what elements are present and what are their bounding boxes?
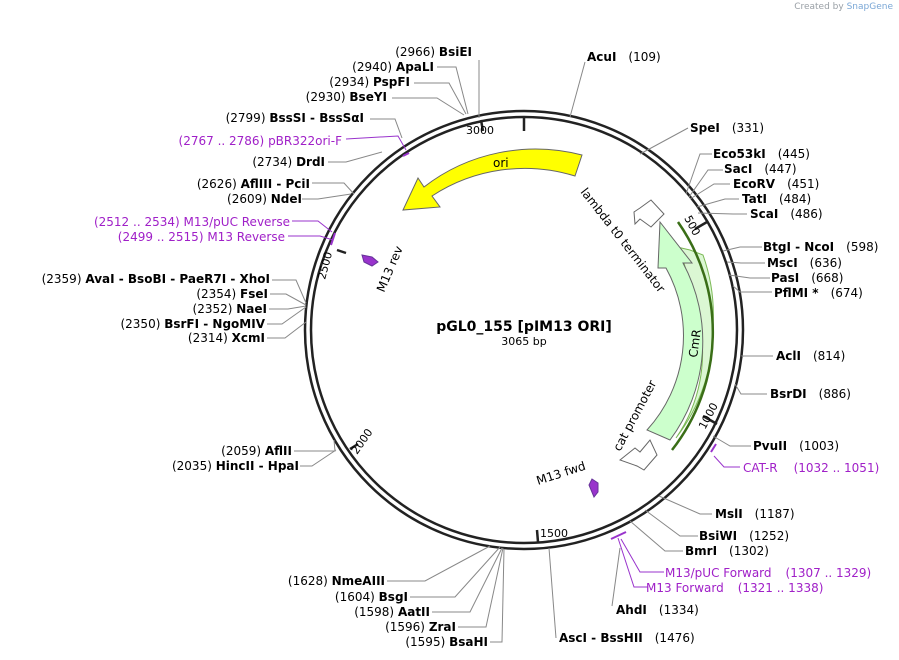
site-bsahi[interactable]: (1595) BsaHI bbox=[405, 635, 488, 649]
site-pflmi[interactable]: PflMI *(674) bbox=[774, 286, 863, 300]
cmr-dark-arc bbox=[671, 221, 715, 451]
m13-rev-label: M13 rev bbox=[374, 244, 406, 294]
site-afliii-pcii[interactable]: (2626) AflIII - PciI bbox=[197, 177, 310, 191]
tick-2500 bbox=[336, 248, 347, 255]
site-labels-right: AcuI(109) SpeI(331) Eco53kI(445) SacI(44… bbox=[559, 50, 878, 645]
site-pasi[interactable]: PasI(668) bbox=[771, 271, 843, 285]
site-bsssi[interactable]: (2799) BssSI - BssSαI bbox=[226, 111, 364, 125]
site-bsrfi-ngomiv[interactable]: (2350) BsrFI - NgoMIV bbox=[120, 317, 265, 331]
ori-arrow[interactable] bbox=[402, 148, 583, 211]
site-ahdi[interactable]: AhdI(1334) bbox=[616, 603, 699, 617]
site-btgi-ncoi[interactable]: BtgI - NcoI(598) bbox=[763, 240, 878, 254]
primer-m13-forward[interactable]: M13 Forward(1321 .. 1338) bbox=[646, 581, 823, 595]
tick-label-1500: 1500 bbox=[540, 527, 568, 540]
primer-connectors bbox=[288, 135, 740, 588]
feature-cmr[interactable]: CmR bbox=[646, 220, 715, 451]
primer-m13puc-forward[interactable]: M13/pUC Forward(1307 .. 1329) bbox=[665, 566, 871, 580]
tick-1500 bbox=[535, 529, 540, 543]
tick-label-2000: 2000 bbox=[349, 426, 376, 456]
m13-fwd-arrow[interactable] bbox=[588, 478, 599, 498]
tick-marks bbox=[336, 117, 718, 543]
primer-m13-reverse[interactable]: (2499 .. 2515) M13 Reverse bbox=[118, 230, 285, 244]
site-hincii-hpai[interactable]: (2035) HincII - HpaI bbox=[172, 459, 299, 473]
terminator-label: lambda t0 terminator bbox=[578, 185, 668, 295]
m13-fwd-label: M13 fwd bbox=[535, 459, 588, 488]
tick-2000 bbox=[349, 442, 359, 451]
plasmid-title: pGL0_155 [pIM13 ORI] bbox=[436, 319, 611, 335]
cat-r-mark bbox=[710, 443, 717, 453]
site-ndei[interactable]: (2609) NdeI bbox=[227, 192, 302, 206]
m13-forward-marks bbox=[610, 531, 627, 540]
site-msci[interactable]: MscI(636) bbox=[767, 256, 842, 270]
site-bsrdi[interactable]: BsrDI(886) bbox=[770, 387, 851, 401]
feature-lambda-terminator[interactable]: lambda t0 terminator bbox=[578, 185, 668, 295]
site-ecorv[interactable]: EcoRV(451) bbox=[733, 177, 819, 191]
site-fsei[interactable]: (2354) FseI bbox=[196, 287, 268, 301]
site-pvuii[interactable]: PvuII(1003) bbox=[753, 439, 839, 453]
plasmid-length: 3065 bp bbox=[501, 335, 546, 348]
tick-3000 bbox=[479, 119, 485, 132]
credit-prefix: Created by bbox=[794, 2, 844, 12]
site-avai-xhoi[interactable]: (2359) AvaI - BsoBI - PaeR7I - XhoI bbox=[42, 272, 270, 286]
site-bseyi[interactable]: (2930) BseYI bbox=[306, 90, 387, 104]
cmr-arrow[interactable] bbox=[646, 220, 704, 441]
primer-cat-r[interactable]: CAT-R(1032 .. 1051) bbox=[743, 461, 879, 475]
tick-label-1000: 1000 bbox=[696, 401, 721, 432]
tick-1000 bbox=[702, 414, 718, 426]
site-tati[interactable]: TatI(484) bbox=[742, 192, 811, 206]
site-asci-bsshii[interactable]: AscI - BssHII(1476) bbox=[559, 631, 695, 645]
site-nmeaiii[interactable]: (1628) NmeAIII bbox=[288, 574, 385, 588]
site-labels-left: (2966) BsiEI (2940) ApaLI (2934) PspFI (… bbox=[42, 45, 488, 649]
site-connectors bbox=[267, 60, 773, 643]
feature-m13-rev[interactable]: M13 rev bbox=[361, 244, 406, 294]
site-acui[interactable]: AcuI(109) bbox=[587, 50, 661, 64]
feature-m13-fwd[interactable]: M13 fwd bbox=[535, 459, 599, 498]
site-zrai[interactable]: (1596) ZraI bbox=[385, 620, 456, 634]
site-msli[interactable]: MslI(1187) bbox=[715, 507, 795, 521]
m13-rev-arrow[interactable] bbox=[361, 254, 379, 267]
site-acli[interactable]: AclI(814) bbox=[776, 349, 845, 363]
primer-labels-right: CAT-R(1032 .. 1051) M13/pUC Forward(1307… bbox=[646, 461, 879, 595]
snapgene-credit: Created by SnapGene bbox=[794, 2, 893, 12]
site-bsiwi[interactable]: BsiWI(1252) bbox=[699, 529, 789, 543]
site-scai[interactable]: ScaI(486) bbox=[750, 207, 823, 221]
credit-brand: SnapGene bbox=[846, 2, 893, 12]
m13-reverse-marks bbox=[330, 232, 336, 246]
terminator-arrow[interactable] bbox=[633, 199, 665, 228]
site-saci[interactable]: SacI(447) bbox=[724, 162, 797, 176]
site-spei[interactable]: SpeI(331) bbox=[690, 121, 764, 135]
site-pspfi[interactable]: (2934) PspFI bbox=[329, 75, 410, 89]
feature-ori[interactable]: ori bbox=[402, 148, 583, 211]
tick-500 bbox=[694, 220, 708, 231]
site-bmri[interactable]: BmrI(1302) bbox=[685, 544, 769, 558]
site-bsiei[interactable]: (2966) BsiEI bbox=[395, 45, 472, 59]
cmr-label: CmR bbox=[686, 328, 704, 358]
site-eco53ki[interactable]: Eco53kI(445) bbox=[713, 147, 810, 161]
site-bsgi[interactable]: (1604) BsgI bbox=[335, 590, 408, 604]
site-drdi[interactable]: (2734) DrdI bbox=[252, 155, 325, 169]
ori-label: ori bbox=[493, 156, 509, 170]
tick-label-3000: 3000 bbox=[466, 124, 494, 137]
site-apali[interactable]: (2940) ApaLI bbox=[352, 60, 434, 74]
cat-promoter-arrow[interactable] bbox=[618, 439, 658, 471]
site-aflii[interactable]: (2059) AflII bbox=[221, 444, 292, 458]
cat-promoter-label: cat promoter bbox=[610, 378, 659, 454]
site-xcmi[interactable]: (2314) XcmI bbox=[188, 331, 265, 345]
pbr322ori-f-mark bbox=[402, 152, 410, 157]
primer-labels-left: (2767 .. 2786) pBR322ori-F (2512 .. 2534… bbox=[94, 134, 342, 244]
site-naei[interactable]: (2352) NaeI bbox=[193, 302, 267, 316]
site-aatii[interactable]: (1598) AatII bbox=[354, 605, 430, 619]
primer-m13puc-reverse[interactable]: (2512 .. 2534) M13/pUC Reverse bbox=[94, 215, 290, 229]
primer-pbr322ori-f[interactable]: (2767 .. 2786) pBR322ori-F bbox=[179, 134, 343, 148]
primer-marks bbox=[330, 152, 717, 540]
